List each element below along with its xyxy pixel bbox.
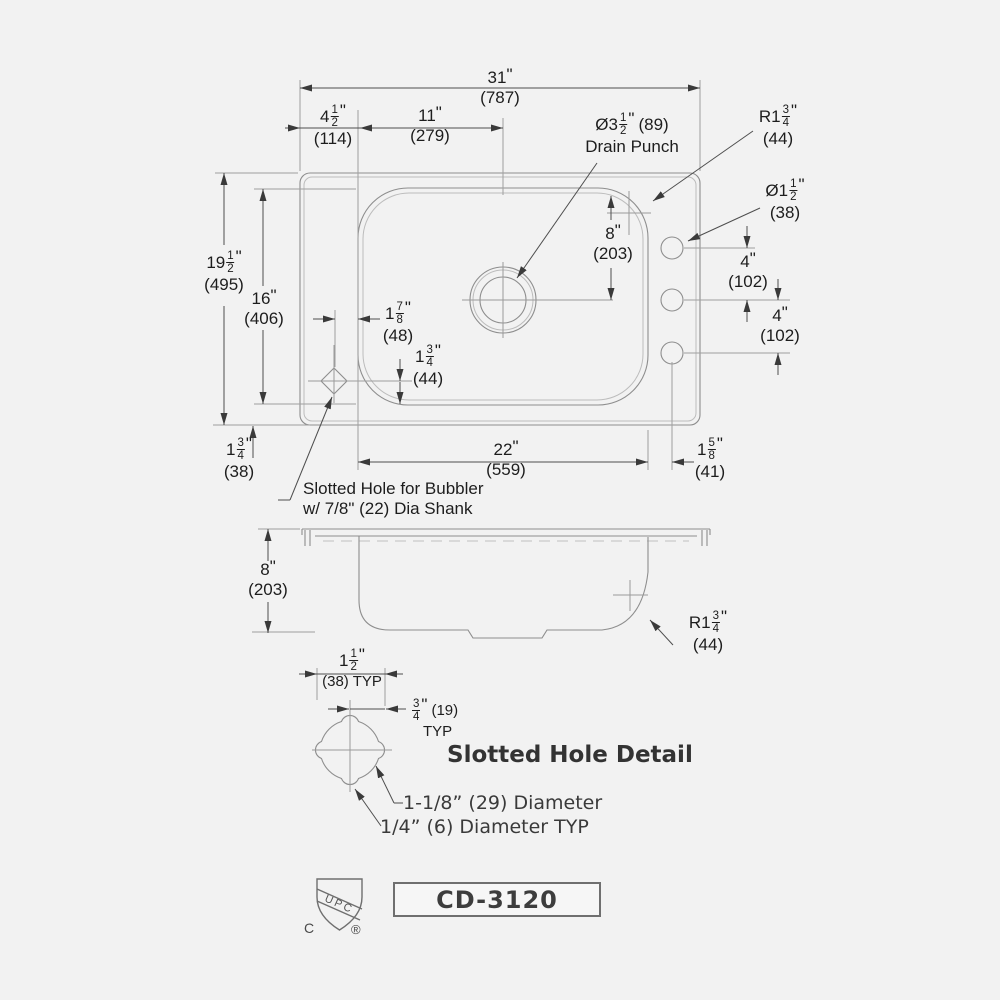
model-number-box: CD-3120 — [393, 882, 601, 917]
model-number: CD-3120 — [436, 885, 558, 914]
slotted-hole-detail-drawing — [299, 668, 406, 827]
top-view-drawing — [213, 80, 790, 501]
side-view-drawing — [252, 528, 711, 646]
dim-overall-width-label: 31" (787) — [480, 65, 520, 108]
detail-note-large-dia: 1-1/8” (29) Diameter — [403, 792, 603, 814]
dim-drain-x-label: 11" (279) — [410, 103, 450, 146]
upc-registered-mark: ® — [351, 922, 361, 937]
dim-bowl-depth-label: 16" (406) — [244, 286, 284, 329]
dim-bowl-width-label: 22" (559) — [486, 437, 526, 480]
dim-hole-gap1-label: 4" (102) — [728, 249, 768, 292]
detail-note-small-dia: 1/4” (6) Diameter TYP — [380, 816, 589, 838]
upc-logo-text: UPC — [323, 893, 356, 916]
upc-c-mark: C — [304, 920, 314, 936]
detail-title: Slotted Hole Detail — [447, 742, 693, 768]
dim-bowl-depth-side-label: 8" (203) — [248, 557, 288, 600]
dim-hole-gap2-label: 4" (102) — [760, 303, 800, 346]
upc-shield-icon: UPC C ® — [304, 878, 363, 937]
bubbler-note: Slotted Hole for Bubbler w/ 7/8" (22) Di… — [303, 479, 484, 519]
dim-drain-y-label: 8" (203) — [593, 221, 633, 264]
